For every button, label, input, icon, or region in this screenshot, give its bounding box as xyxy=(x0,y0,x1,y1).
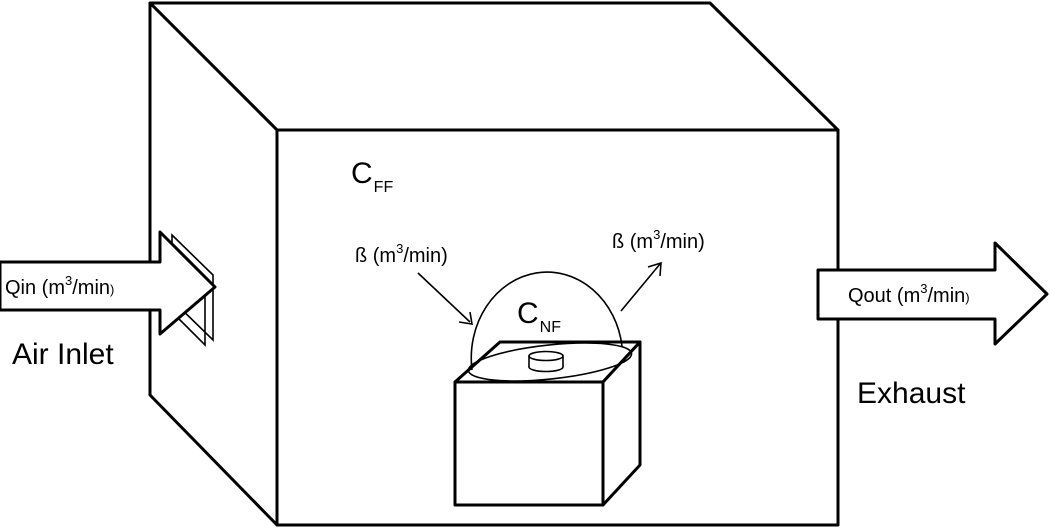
air-inlet-label: Air Inlet xyxy=(12,338,114,371)
qin-label: Qin (m3/min) xyxy=(5,273,114,299)
c-nf-label: CNF xyxy=(517,297,561,336)
exhaust-label: Exhaust xyxy=(857,377,966,410)
qout-arrow-shape xyxy=(816,241,1049,346)
near-field-dome xyxy=(470,271,623,371)
emission-cylinder xyxy=(528,350,564,373)
c-ff-label: CFF xyxy=(351,157,393,196)
beta-in-label: ß (m3/min) xyxy=(355,241,448,267)
qin-arrow xyxy=(0,230,217,336)
beta-in-arrow xyxy=(417,272,473,325)
beta-out-label: ß (m3/min) xyxy=(612,227,705,253)
near-field-zone xyxy=(467,271,633,382)
source-box xyxy=(453,340,642,507)
source-front-face xyxy=(453,380,605,507)
qout-label: Qout (m3/min) xyxy=(848,281,970,307)
beta-out-arrow xyxy=(620,261,662,312)
room-front-face xyxy=(275,128,840,527)
qout-arrow xyxy=(816,241,1049,346)
qin-arrow-shape xyxy=(0,230,217,336)
near-field-base-ellipse xyxy=(467,342,633,382)
